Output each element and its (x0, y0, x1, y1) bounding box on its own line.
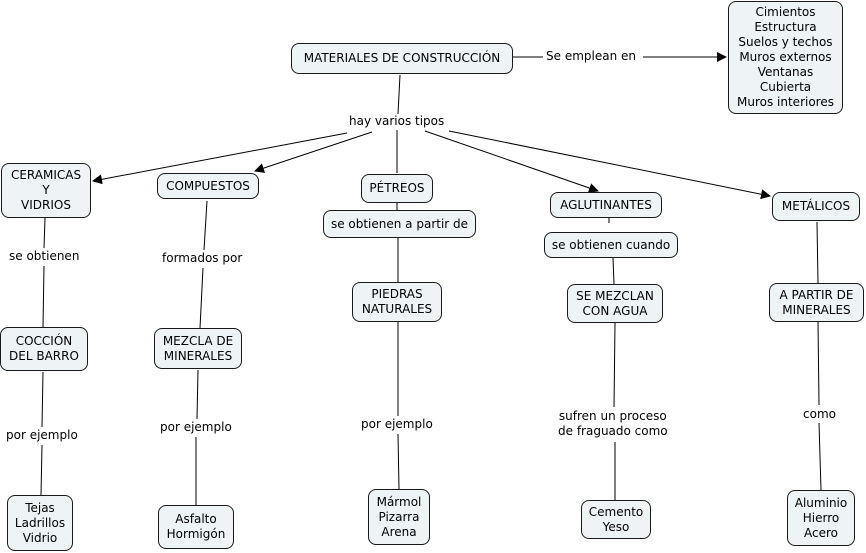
link-petreos-4 (397, 433, 400, 490)
arrow-to-aglutinantes (424, 130, 599, 193)
concept-coccion-del-barro[interactable]: COCCIÓN DEL BARRO (0, 327, 88, 371)
link-label-se-obtienen-cuando: se obtienen cuando (544, 232, 678, 258)
link-label-se-emplean-en: Se emplean en (544, 49, 638, 64)
examples-petreos[interactable]: Mármol Pizarra Arena (368, 489, 430, 545)
link-ceramicas-1 (43, 217, 46, 249)
arrow-to-compuestos (254, 131, 373, 173)
root-concept[interactable]: MATERIALES DE CONSTRUCCIÓN (291, 43, 513, 74)
link-aglutinantes-3 (613, 322, 616, 408)
type-petreos[interactable]: PÉTREOS (361, 174, 433, 203)
examples-metalicos[interactable]: Aluminio Hierro Acero (787, 490, 855, 546)
examples-compuestos[interactable]: Asfalto Hormigón (158, 505, 234, 549)
link-metalicos-2 (817, 321, 820, 406)
link-ceramicas-2 (42, 265, 45, 328)
uses-concept[interactable]: Cimientos Estructura Suelos y techos Mur… (728, 1, 843, 114)
link-compuestos-3 (196, 369, 199, 420)
link-aglutinantes-2 (612, 257, 615, 285)
examples-ceramicas[interactable]: Tejas Ladrillos Vidrio (7, 495, 73, 551)
link-metalicos-1 (816, 221, 819, 284)
link-label-se-obtienen: se obtienen (7, 249, 82, 264)
link-label-por-ejemplo-2: por ejemplo (158, 420, 234, 435)
concept-mezcla-de-minerales[interactable]: MEZCLA DE MINERALES (154, 328, 242, 369)
type-compuestos[interactable]: COMPUESTOS (157, 173, 259, 199)
link-compuestos-1 (203, 200, 208, 251)
type-metalicos[interactable]: METÁLICOS (772, 192, 860, 221)
arrow-to-ceramicas (92, 132, 348, 185)
concept-a-partir-de-minerales[interactable]: A PARTIR DE MINERALES (769, 283, 864, 322)
link-label-por-ejemplo-1: por ejemplo (4, 428, 80, 443)
link-label-sufren-un-proceso: sufren un proceso de fraguado como (556, 409, 670, 439)
arrow-to-metalicos (448, 130, 771, 200)
concept-se-mezclan-con-agua[interactable]: SE MEZCLAN CON AGUA (567, 284, 663, 323)
link-label-por-ejemplo-3: por ejemplo (359, 417, 435, 432)
link-compuestos-2 (199, 267, 204, 329)
link-label-formados-por: formados por (160, 251, 245, 266)
link-label-se-obtienen-a-partir-de: se obtienen a partir de (323, 210, 476, 238)
link-label-como: como (801, 407, 838, 422)
link-ceramicas-4 (40, 444, 43, 496)
link-label-hay-varios-tipos: hay varios tipos (347, 114, 447, 129)
link-ceramicas-3 (41, 371, 44, 428)
concept-piedras-naturales[interactable]: PIEDRAS NATURALES (352, 282, 442, 322)
type-ceramicas-y-vidrios[interactable]: CERAMICAS Y VIDRIOS (1, 163, 91, 218)
type-aglutinantes[interactable]: AGLUTINANTES (550, 192, 662, 218)
examples-aglutinantes[interactable]: Cemento Yeso (581, 500, 651, 539)
link-root-types (397, 74, 401, 115)
link-metalicos-3 (818, 422, 822, 491)
